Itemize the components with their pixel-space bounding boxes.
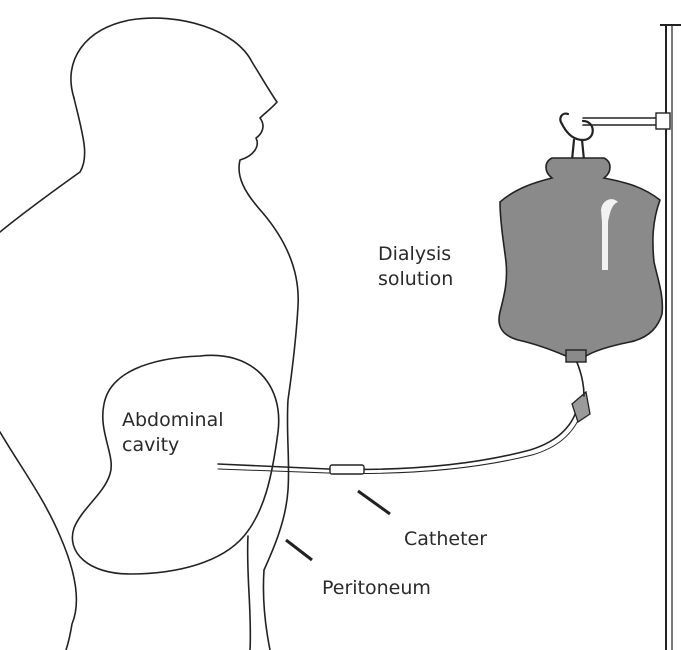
body-outline bbox=[71, 18, 298, 650]
bag-outlet-tube bbox=[576, 360, 584, 396]
dialysis-solution-label: Dialysis solution bbox=[378, 242, 453, 292]
leg-outline bbox=[248, 536, 251, 650]
lower-back-outline bbox=[0, 432, 76, 650]
abdominal-cavity-label-line1: Abdominal bbox=[122, 408, 224, 433]
peritoneum-label-text: Peritoneum bbox=[322, 576, 431, 601]
iv-pole-arm bbox=[583, 118, 664, 125]
bag-port bbox=[566, 350, 586, 362]
abdominal-cavity-label: Abdominal cavity bbox=[122, 408, 224, 458]
dialysis-solution-label-line2: solution bbox=[378, 267, 453, 292]
iv-pole-clamp bbox=[656, 113, 670, 129]
bag-hanger bbox=[572, 140, 584, 160]
body-outline-back bbox=[0, 98, 85, 232]
catheter-connector bbox=[330, 465, 364, 474]
catheter-label: Catheter bbox=[404, 527, 487, 552]
catheter-pointer bbox=[358, 491, 390, 514]
abdominal-cavity-label-line2: cavity bbox=[122, 433, 224, 458]
dialysis-bag bbox=[499, 158, 662, 356]
catheter-label-text: Catheter bbox=[404, 527, 487, 552]
peritoneum-label: Peritoneum bbox=[322, 576, 431, 601]
tube-clamp bbox=[572, 392, 590, 422]
dialysis-solution-label-line1: Dialysis bbox=[378, 242, 453, 267]
catheter-tube bbox=[218, 412, 576, 469]
peritoneum-pointer bbox=[286, 540, 312, 560]
